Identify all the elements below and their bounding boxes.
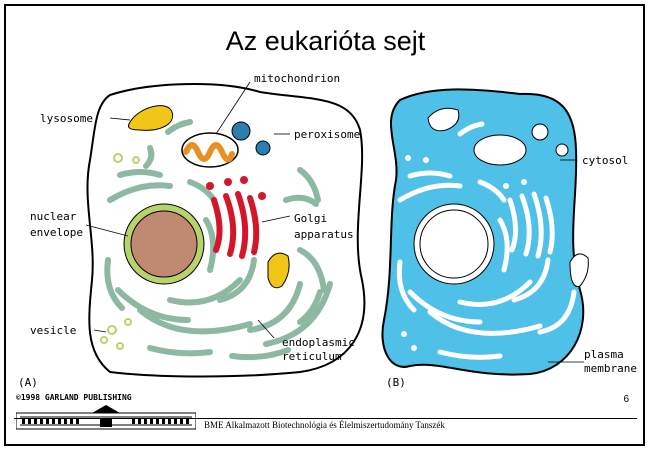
label-plasma-2: membrane [584, 362, 637, 375]
label-er-2: reticulum [282, 350, 342, 363]
university-building-logo [16, 405, 196, 431]
label-golgi-2: apparatus [294, 228, 354, 241]
label-vesicle: vesicle [30, 324, 76, 337]
page-number: 6 [623, 394, 629, 405]
label-lysosome: lysosome [40, 112, 93, 125]
panel-b-label: (B) [386, 376, 406, 389]
label-mitochondrion: mitochondrion [254, 72, 340, 85]
footer-text: BME Alkalmazott Biotechnológia és Élelmi… [204, 420, 445, 430]
label-er-1: endoplasmic [282, 336, 355, 349]
label-nuclear-2: envelope [30, 226, 83, 239]
label-plasma-1: plasma [584, 348, 624, 361]
label-peroxisome: peroxisome [294, 128, 360, 141]
copyright: ©1998 GARLAND PUBLISHING [16, 393, 132, 402]
nucleus-a [131, 211, 197, 277]
peroxisome-a-2 [256, 141, 270, 155]
panel-a-label: (A) [18, 376, 38, 389]
label-nuclear-1: nuclear [30, 210, 77, 223]
label-cytosol: cytosol [582, 154, 628, 167]
peroxisome-a-1 [232, 122, 250, 140]
nucleus-b [420, 210, 488, 278]
label-golgi-1: Golgi [294, 212, 327, 225]
